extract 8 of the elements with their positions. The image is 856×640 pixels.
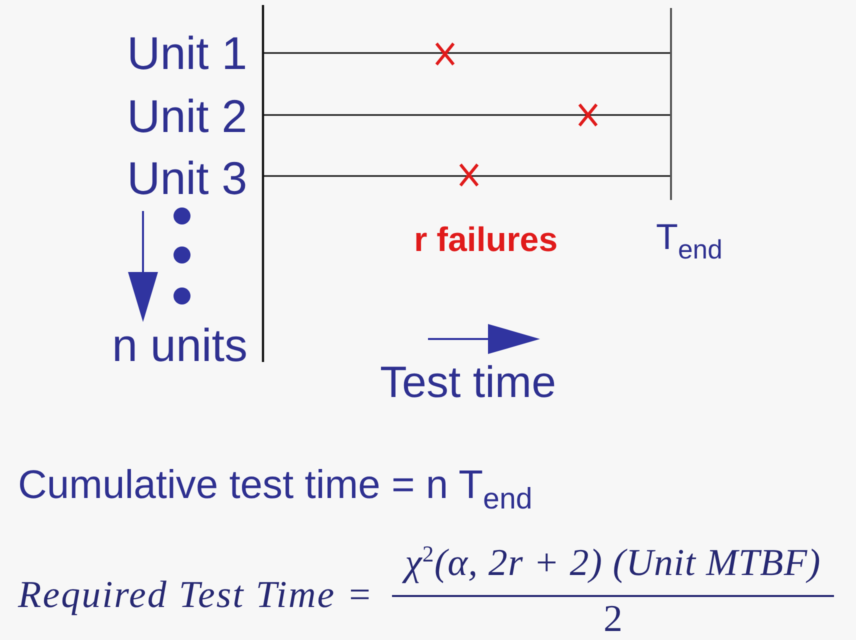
unit-label: Unit 3 bbox=[127, 155, 248, 201]
axis-title: Test time bbox=[380, 361, 556, 405]
equation-lhs: Required Test Time = bbox=[18, 576, 374, 614]
unit-label: Unit 2 bbox=[127, 93, 248, 139]
unit-label: Unit 1 bbox=[127, 30, 248, 76]
fraction-denominator: 2 bbox=[604, 600, 622, 638]
failure-count-label: r failures bbox=[414, 223, 558, 257]
unit-count-label: n units bbox=[112, 322, 248, 368]
